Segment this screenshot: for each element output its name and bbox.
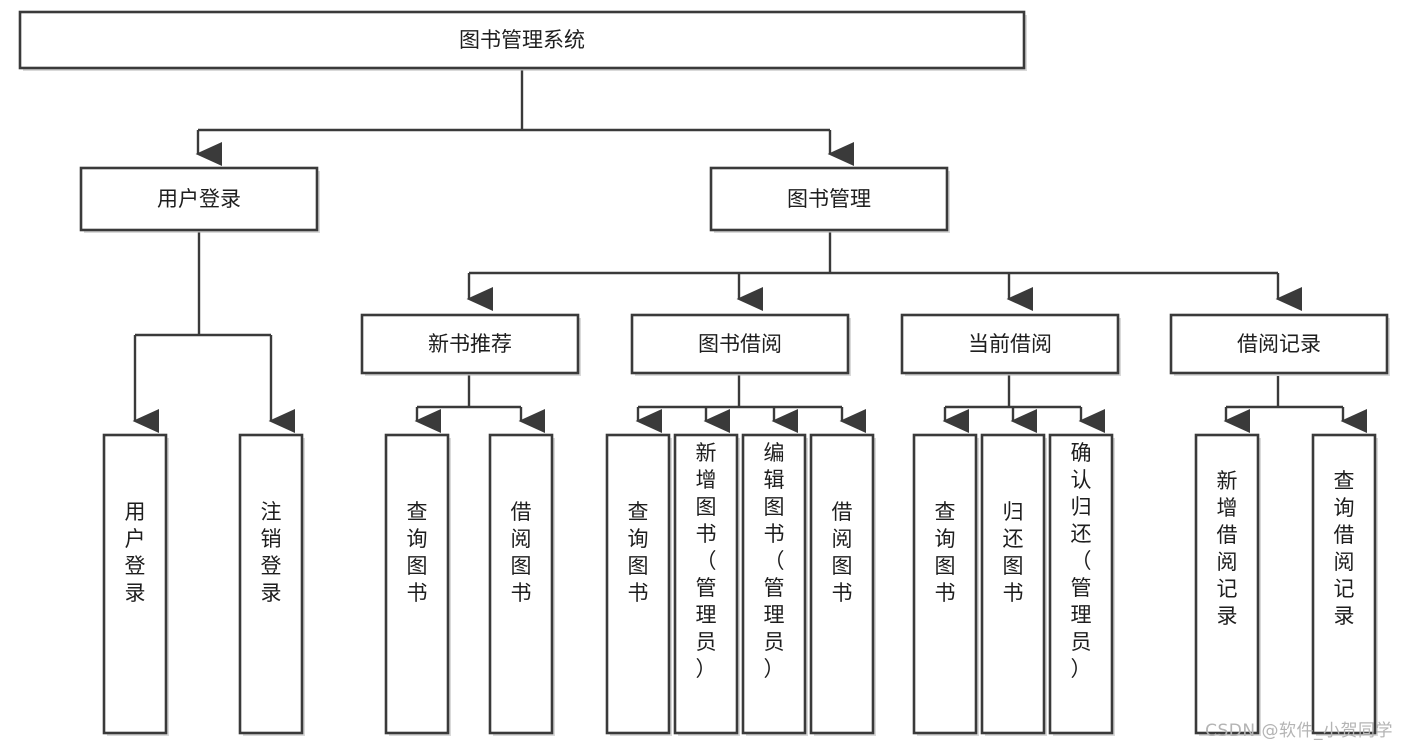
node-leaf-query-book-3-label: 查询图书 xyxy=(935,500,956,605)
node-current-borrow-box[interactable] xyxy=(900,313,1120,375)
node-leaf-query-book-1-label: 查询图书 xyxy=(407,500,428,605)
node-leaf-query-book-1-box[interactable] xyxy=(384,433,450,735)
node-leaf-borrow-book-1-box[interactable] xyxy=(488,433,554,735)
node-new-book-rec-box[interactable] xyxy=(360,313,580,375)
node-leaf-query-record-box[interactable] xyxy=(1311,433,1377,735)
node-book-manage-box[interactable] xyxy=(709,166,949,232)
node-book-borrow-box[interactable] xyxy=(630,313,850,375)
node-leaf-edit-book-label: 编辑图书（管理员） xyxy=(764,441,785,681)
connectors-book-borrow-children xyxy=(635,375,866,433)
node-leaf-query-book-2-label: 查询图书 xyxy=(628,500,649,605)
node-root-box[interactable] xyxy=(18,10,1026,70)
node-leaf-return-book-label: 归还图书 xyxy=(1003,500,1024,605)
node-borrow-record[interactable]: 借阅记录 xyxy=(1169,313,1390,376)
node-user-login[interactable]: 用户登录 xyxy=(79,166,320,233)
node-leaf-query-book-2[interactable]: 查询图书 xyxy=(605,433,672,736)
node-root-label: 图书管理系统 xyxy=(459,28,585,52)
node-leaf-add-record-label: 新增借阅记录 xyxy=(1217,469,1238,628)
node-user-login-box[interactable] xyxy=(79,166,319,232)
node-leaf-query-book-3-box[interactable] xyxy=(912,433,978,735)
connectors-user-login-children xyxy=(132,232,295,433)
node-current-borrow[interactable]: 当前借阅 xyxy=(900,313,1121,376)
node-leaf-confirm-return-box[interactable] xyxy=(1048,433,1114,735)
node-leaf-query-book-3[interactable]: 查询图书 xyxy=(912,433,979,736)
node-current-borrow-label: 当前借阅 xyxy=(968,332,1052,356)
connectors-borrow-record-children xyxy=(1223,376,1367,433)
node-leaf-user-login-box[interactable] xyxy=(102,433,168,735)
node-book-manage[interactable]: 图书管理 xyxy=(709,166,950,233)
node-leaf-add-book-label: 新增图书（管理员） xyxy=(696,441,717,681)
node-leaf-add-record[interactable]: 新增借阅记录 xyxy=(1194,433,1261,736)
node-leaf-borrow-book-2-box[interactable] xyxy=(809,433,875,735)
node-leaf-edit-book-box[interactable] xyxy=(741,433,807,735)
node-leaf-query-book-1[interactable]: 查询图书 xyxy=(384,433,451,736)
node-borrow-record-box[interactable] xyxy=(1169,313,1389,375)
node-leaf-logout-label: 注销登录 xyxy=(261,500,282,605)
node-leaf-confirm-return[interactable]: 确认归还（管理员） xyxy=(1048,433,1115,736)
node-user-login-label: 用户登录 xyxy=(157,187,241,211)
node-book-borrow-label: 图书借阅 xyxy=(698,332,782,356)
connectors-current-borrow-children xyxy=(942,375,1105,433)
node-book-borrow[interactable]: 图书借阅 xyxy=(630,313,851,376)
node-leaf-add-book[interactable]: 新增图书（管理员） xyxy=(673,433,740,736)
connectors-level1-2 xyxy=(195,70,854,166)
csdn-watermark: CSDN @软件_小贺同学 xyxy=(1205,721,1393,741)
node-leaf-add-book-box[interactable] xyxy=(673,433,739,735)
node-leaf-return-book[interactable]: 归还图书 xyxy=(980,433,1047,736)
node-leaf-logout[interactable]: 注销登录 xyxy=(238,433,305,736)
node-leaf-borrow-book-1-label: 借阅图书 xyxy=(511,500,532,605)
node-leaf-confirm-return-label: 确认归还（管理员） xyxy=(1071,441,1092,681)
node-book-manage-label: 图书管理 xyxy=(787,187,871,211)
connectors-new-book-rec-children xyxy=(414,375,545,433)
node-leaf-borrow-book-2[interactable]: 借阅图书 xyxy=(809,433,876,736)
node-leaf-borrow-book-1[interactable]: 借阅图书 xyxy=(488,433,555,736)
connectors-book-manage-children xyxy=(466,232,1302,311)
node-leaf-query-record[interactable]: 查询借阅记录 xyxy=(1311,433,1378,736)
node-leaf-borrow-book-2-label: 借阅图书 xyxy=(832,500,853,605)
node-leaf-logout-box[interactable] xyxy=(238,433,304,735)
node-new-book-rec-label: 新书推荐 xyxy=(428,332,512,356)
node-leaf-query-record-label: 查询借阅记录 xyxy=(1334,469,1355,628)
node-leaf-query-book-2-box[interactable] xyxy=(605,433,671,735)
node-root[interactable]: 图书管理系统 xyxy=(18,10,1027,71)
node-new-book-rec[interactable]: 新书推荐 xyxy=(360,313,581,376)
node-leaf-add-record-box[interactable] xyxy=(1194,433,1260,735)
node-leaf-user-login-label: 用户登录 xyxy=(125,500,146,605)
node-leaf-return-book-box[interactable] xyxy=(980,433,1046,735)
node-borrow-record-label: 借阅记录 xyxy=(1237,332,1321,356)
node-leaf-user-login[interactable]: 用户登录 xyxy=(102,433,169,736)
node-leaf-edit-book[interactable]: 编辑图书（管理员） xyxy=(741,433,808,736)
